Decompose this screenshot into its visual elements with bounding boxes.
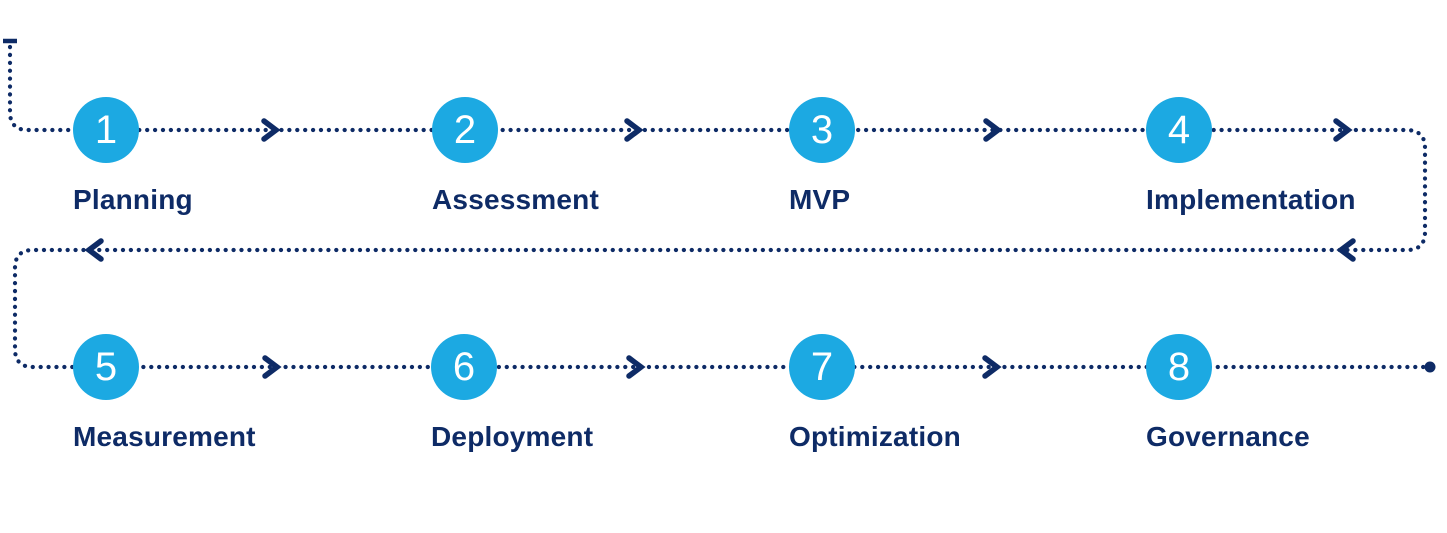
arrow-right-icon xyxy=(624,118,644,142)
step-number-badge: 7 xyxy=(789,334,855,400)
arrow-right-icon xyxy=(983,118,1003,142)
step-number: 3 xyxy=(810,108,834,152)
step-label: Measurement xyxy=(73,421,256,452)
step-number-badge: 8 xyxy=(1146,334,1212,400)
step-number: 7 xyxy=(810,345,834,389)
arrow-left-icon xyxy=(1336,238,1356,262)
step-number-badge: 3 xyxy=(789,97,855,163)
arrow-right-icon xyxy=(982,355,1002,379)
step-number: 4 xyxy=(1167,108,1191,152)
step-number-badge: 2 xyxy=(432,97,498,163)
step-optimization: 7 Optimization xyxy=(789,334,961,453)
step-label: Optimization xyxy=(789,421,961,452)
arrow-right-icon xyxy=(626,355,646,379)
arrow-left-icon xyxy=(84,238,104,262)
step-assessment: 2 Assessment xyxy=(432,97,599,216)
step-number-badge: 6 xyxy=(431,334,497,400)
step-implementation: 4 Implementation xyxy=(1146,97,1356,216)
arrow-right-icon xyxy=(1333,118,1353,142)
step-governance: 8 Governance xyxy=(1146,334,1310,453)
step-number-badge: 4 xyxy=(1146,97,1212,163)
step-number: 1 xyxy=(94,108,118,152)
step-number: 6 xyxy=(452,345,476,389)
step-number: 2 xyxy=(453,108,477,152)
step-deployment: 6 Deployment xyxy=(431,334,594,453)
arrow-right-icon xyxy=(261,118,281,142)
step-measurement: 5 Measurement xyxy=(73,334,256,453)
step-label: MVP xyxy=(789,184,851,215)
step-number: 5 xyxy=(94,345,118,389)
step-mvp: 3 MVP xyxy=(789,97,855,216)
step-label: Implementation xyxy=(1146,184,1356,215)
step-number-badge: 5 xyxy=(73,334,139,400)
step-number-badge: 1 xyxy=(73,97,139,163)
step-planning: 1 Planning xyxy=(73,97,193,216)
step-label: Governance xyxy=(1146,421,1310,452)
arrow-right-icon xyxy=(262,355,282,379)
flow-end-dot-icon xyxy=(1424,361,1436,373)
step-label: Deployment xyxy=(431,421,594,452)
step-number: 8 xyxy=(1167,345,1191,389)
step-label: Assessment xyxy=(432,184,599,215)
step-label: Planning xyxy=(73,184,193,215)
